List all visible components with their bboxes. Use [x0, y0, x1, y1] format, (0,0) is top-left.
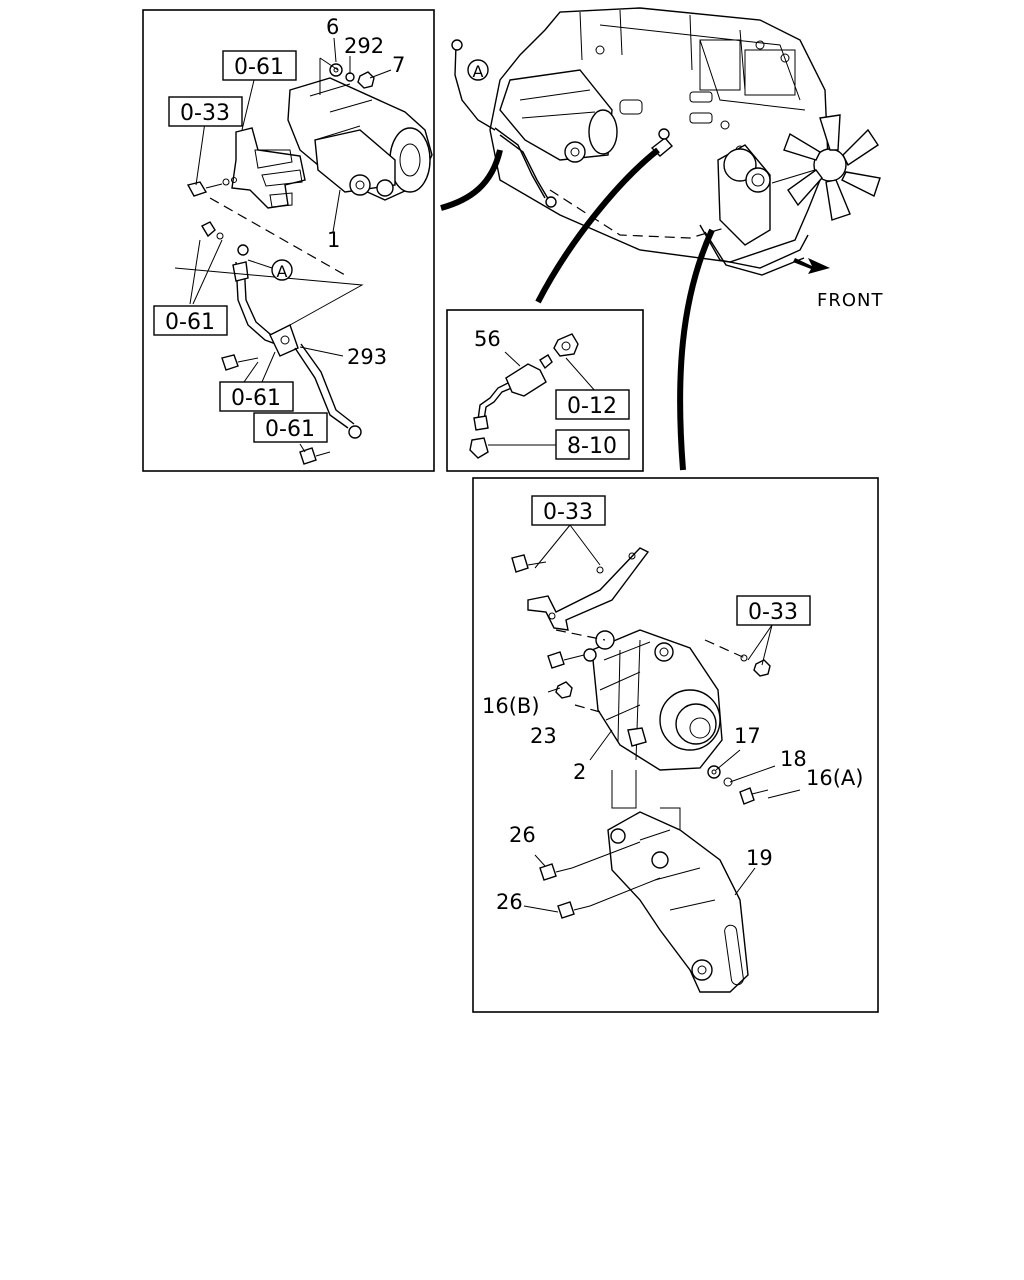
starter-motor	[186, 77, 433, 209]
washer-292	[345, 72, 355, 82]
label-part-26-lower: 26	[496, 890, 523, 914]
leader-alternator	[677, 228, 715, 471]
alternator-on-engine	[717, 144, 771, 246]
label-part-26-upper: 26	[509, 823, 536, 847]
front-arrow-icon	[793, 258, 830, 274]
label-part-292: 292	[344, 34, 384, 58]
label-part-16b: 16(B)	[482, 694, 540, 718]
label-part-17: 17	[734, 724, 761, 748]
callout-a-starter-panel: A	[247, 259, 293, 281]
label-part-23: 23	[530, 724, 557, 748]
label-part-16a: 16(A)	[806, 766, 863, 790]
label-part-6: 6	[326, 15, 339, 39]
bolt-26-upper	[539, 863, 557, 881]
callout-a-engine: A	[467, 59, 489, 81]
svg-text:A: A	[277, 262, 288, 281]
ref-box-br-033-top[interactable]: 0-33	[531, 495, 606, 526]
battery-cable	[174, 221, 364, 465]
svg-text:0-61: 0-61	[165, 310, 215, 335]
ref-box-tl-061-low[interactable]: 0-61	[219, 381, 294, 412]
ref-box-mid-810[interactable]: 8-10	[555, 429, 630, 460]
label-part-19: 19	[746, 846, 773, 870]
ref-box-mid-012[interactable]: 0-12	[555, 389, 630, 420]
svg-text:0-61: 0-61	[234, 55, 284, 80]
label-part-1: 1	[327, 228, 340, 252]
cooling-fan	[771, 114, 881, 221]
front-label: FRONT	[817, 290, 884, 311]
svg-text:0-61: 0-61	[231, 386, 281, 411]
svg-text:0-12: 0-12	[567, 394, 617, 419]
label-part-56: 56	[474, 327, 501, 351]
alternator	[583, 629, 723, 771]
nut-upper-right	[753, 659, 771, 677]
bolt-26-lower	[557, 901, 575, 919]
ref-box-br-033-right[interactable]: 0-33	[736, 595, 811, 626]
alternator-bracket-lower	[607, 811, 749, 993]
label-part-7: 7	[392, 53, 405, 77]
leader-starter	[440, 149, 503, 211]
alternator-bracket-upper	[511, 547, 650, 631]
starter-on-engine	[499, 69, 618, 163]
sensor-panel-frame	[446, 309, 644, 472]
washer-18	[723, 777, 733, 787]
leader-sensor	[535, 147, 660, 304]
ref-box-tl-061-bot[interactable]: 0-61	[253, 412, 328, 443]
nut-7	[357, 71, 375, 89]
svg-text:0-61: 0-61	[265, 417, 315, 442]
bolt-16a	[739, 787, 755, 805]
label-part-18: 18	[780, 747, 807, 771]
svg-text:0-33: 0-33	[543, 500, 593, 525]
svg-text:0-33: 0-33	[180, 101, 230, 126]
alternator-panel-frame	[472, 477, 879, 1013]
ref-box-tl-061-top[interactable]: 0-61	[222, 50, 297, 81]
ref-box-tl-061-mid[interactable]: 0-61	[153, 305, 228, 336]
bolt-16b	[547, 651, 565, 669]
svg-text:8-10: 8-10	[567, 434, 617, 459]
svg-text:A: A	[473, 62, 484, 81]
label-part-293: 293	[347, 345, 387, 369]
label-part-2: 2	[573, 760, 586, 784]
ref-box-tl-033[interactable]: 0-33	[168, 96, 243, 127]
sensor-assembly	[469, 333, 579, 459]
engine-overview	[451, 7, 881, 276]
starter-panel-frame	[142, 9, 435, 472]
nut-23	[555, 681, 573, 699]
svg-text:0-33: 0-33	[748, 600, 798, 625]
